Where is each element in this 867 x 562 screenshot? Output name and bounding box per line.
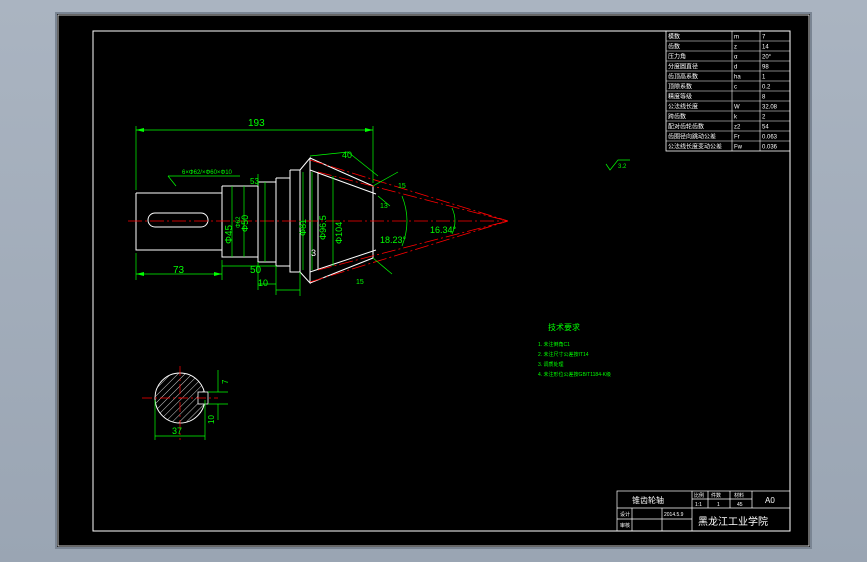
param-cell: 公法线长度变动公差: [668, 143, 722, 151]
tech-requirements: 技术要求 1. 未注倒角C1 2. 未注尺寸公差按IT14 3. 调质处理 4.…: [538, 322, 611, 378]
param-cell: 跨齿数: [668, 113, 686, 121]
dim-dia-45: Φ45: [224, 224, 235, 244]
dim-shoulder-length: 50: [250, 265, 262, 276]
title-header-material: 材料: [734, 492, 744, 499]
param-cell: 7: [762, 35, 766, 41]
param-cell: 0.036: [762, 145, 778, 151]
drawing-sheet: [55, 12, 812, 549]
param-cell: 齿顶高系数: [668, 73, 698, 81]
param-cell: 2: [762, 115, 766, 121]
param-cell: z2: [734, 125, 741, 131]
dim-small: 13: [380, 203, 388, 210]
param-cell: 0.063: [762, 135, 778, 141]
param-cell: 精度等级: [668, 93, 692, 101]
dim-top: 53: [250, 177, 259, 186]
title-part-name: 锥齿轮轴: [632, 495, 664, 505]
title-header-qty: 件数: [711, 492, 721, 499]
tech-req-item-2: 2. 未注尺寸公差按IT14: [538, 351, 589, 358]
param-cell: 顶隙系数: [668, 83, 692, 91]
param-cell: 配对齿轮齿数: [668, 123, 704, 131]
param-cell: 模数: [668, 33, 680, 41]
sheet-outer-border: [57, 14, 810, 547]
dim-section-key: 10: [207, 415, 216, 424]
tech-req-title: 技术要求: [548, 322, 580, 332]
param-cell: 20°: [762, 55, 772, 61]
dim-overall-length: 193: [248, 118, 265, 129]
roughness-symbol: 3.2: [605, 159, 630, 171]
centerlines: [128, 159, 509, 283]
title-qty: 1: [717, 502, 720, 508]
dim-key-length: 73: [173, 265, 185, 276]
param-cell: α: [734, 55, 738, 61]
param-cell: Fw: [734, 145, 743, 151]
param-cell: W: [734, 105, 740, 111]
dim-chamfer: 15: [398, 183, 406, 190]
dim-dia-50: Φ50: [240, 215, 250, 232]
title-school: 黑龙江工业学院: [698, 515, 768, 528]
param-cell: k: [734, 115, 738, 121]
dimension-arrows: [136, 128, 373, 276]
dim-dia-104: Φ104: [334, 222, 344, 244]
param-cell: ha: [734, 75, 741, 81]
title-design: 设计: [620, 511, 630, 518]
dim-dia-96-5: Φ96.5: [318, 215, 328, 240]
dim-dia-81: Φ81: [298, 219, 308, 236]
param-cell: 齿圈径向跳动公差: [668, 133, 716, 141]
param-cell: c: [734, 85, 737, 91]
section-view: 37 10 7: [142, 366, 230, 440]
param-cell: 公法线长度: [668, 103, 698, 111]
param-cell: z: [734, 45, 737, 51]
title-block: [616, 490, 791, 532]
tech-req-item-4: 4. 未注形位公差按GB/T1184-K级: [538, 371, 611, 378]
dim-section-width: 37: [172, 426, 182, 436]
title-header-ratio: 比例: [694, 492, 704, 499]
dim-section-depth: 7: [221, 379, 230, 384]
param-cell: 98: [762, 65, 769, 71]
dim-angle-3: 15: [356, 279, 364, 286]
param-cell: 齿数: [668, 43, 680, 51]
dim-key-spec: 6×Φ62/×Φ60×Φ10: [182, 170, 233, 176]
roughness-value: 3.2: [618, 164, 627, 170]
param-cell: d: [734, 65, 737, 71]
dim-step: 10: [258, 278, 268, 288]
title-sheet-size: A0: [765, 496, 775, 505]
title-ratio: 1:1: [695, 502, 702, 508]
param-cell: 压力角: [668, 53, 686, 61]
param-cell: 分度圆直径: [668, 63, 698, 71]
dim-face-width: 40: [342, 150, 352, 160]
dim-step2: 3: [311, 248, 316, 258]
param-cell: 54: [762, 125, 769, 131]
tech-req-item-1: 1. 未注倒角C1: [538, 341, 570, 348]
dim-angle-2: 16.34°: [430, 225, 457, 235]
param-cell: 32.08: [762, 105, 778, 111]
dim-dia-small: Φ62: [236, 216, 242, 228]
parameter-table: 模数 m 7 齿数 z 14 压力角 α 20° 分度圆直径 d 98 齿顶高系数 ha 1 顶隙系数 c 0.2…: [665, 30, 791, 152]
title-material: 45: [737, 502, 743, 508]
param-cell: 0.2: [762, 85, 771, 91]
param-cell: 8: [762, 95, 766, 101]
param-cell: Fr: [734, 135, 740, 141]
tech-req-item-3: 3. 调质处理: [538, 361, 564, 368]
drawing-frame: [92, 30, 791, 532]
dim-angle-1: 18.23°: [380, 235, 407, 245]
param-cell: m: [734, 35, 739, 41]
title-check: 审核: [620, 522, 630, 529]
param-cell: 1: [762, 75, 766, 81]
title-date: 2014.5.9: [664, 512, 684, 518]
dimension-lines: [135, 126, 456, 296]
param-cell: 14: [762, 45, 769, 51]
